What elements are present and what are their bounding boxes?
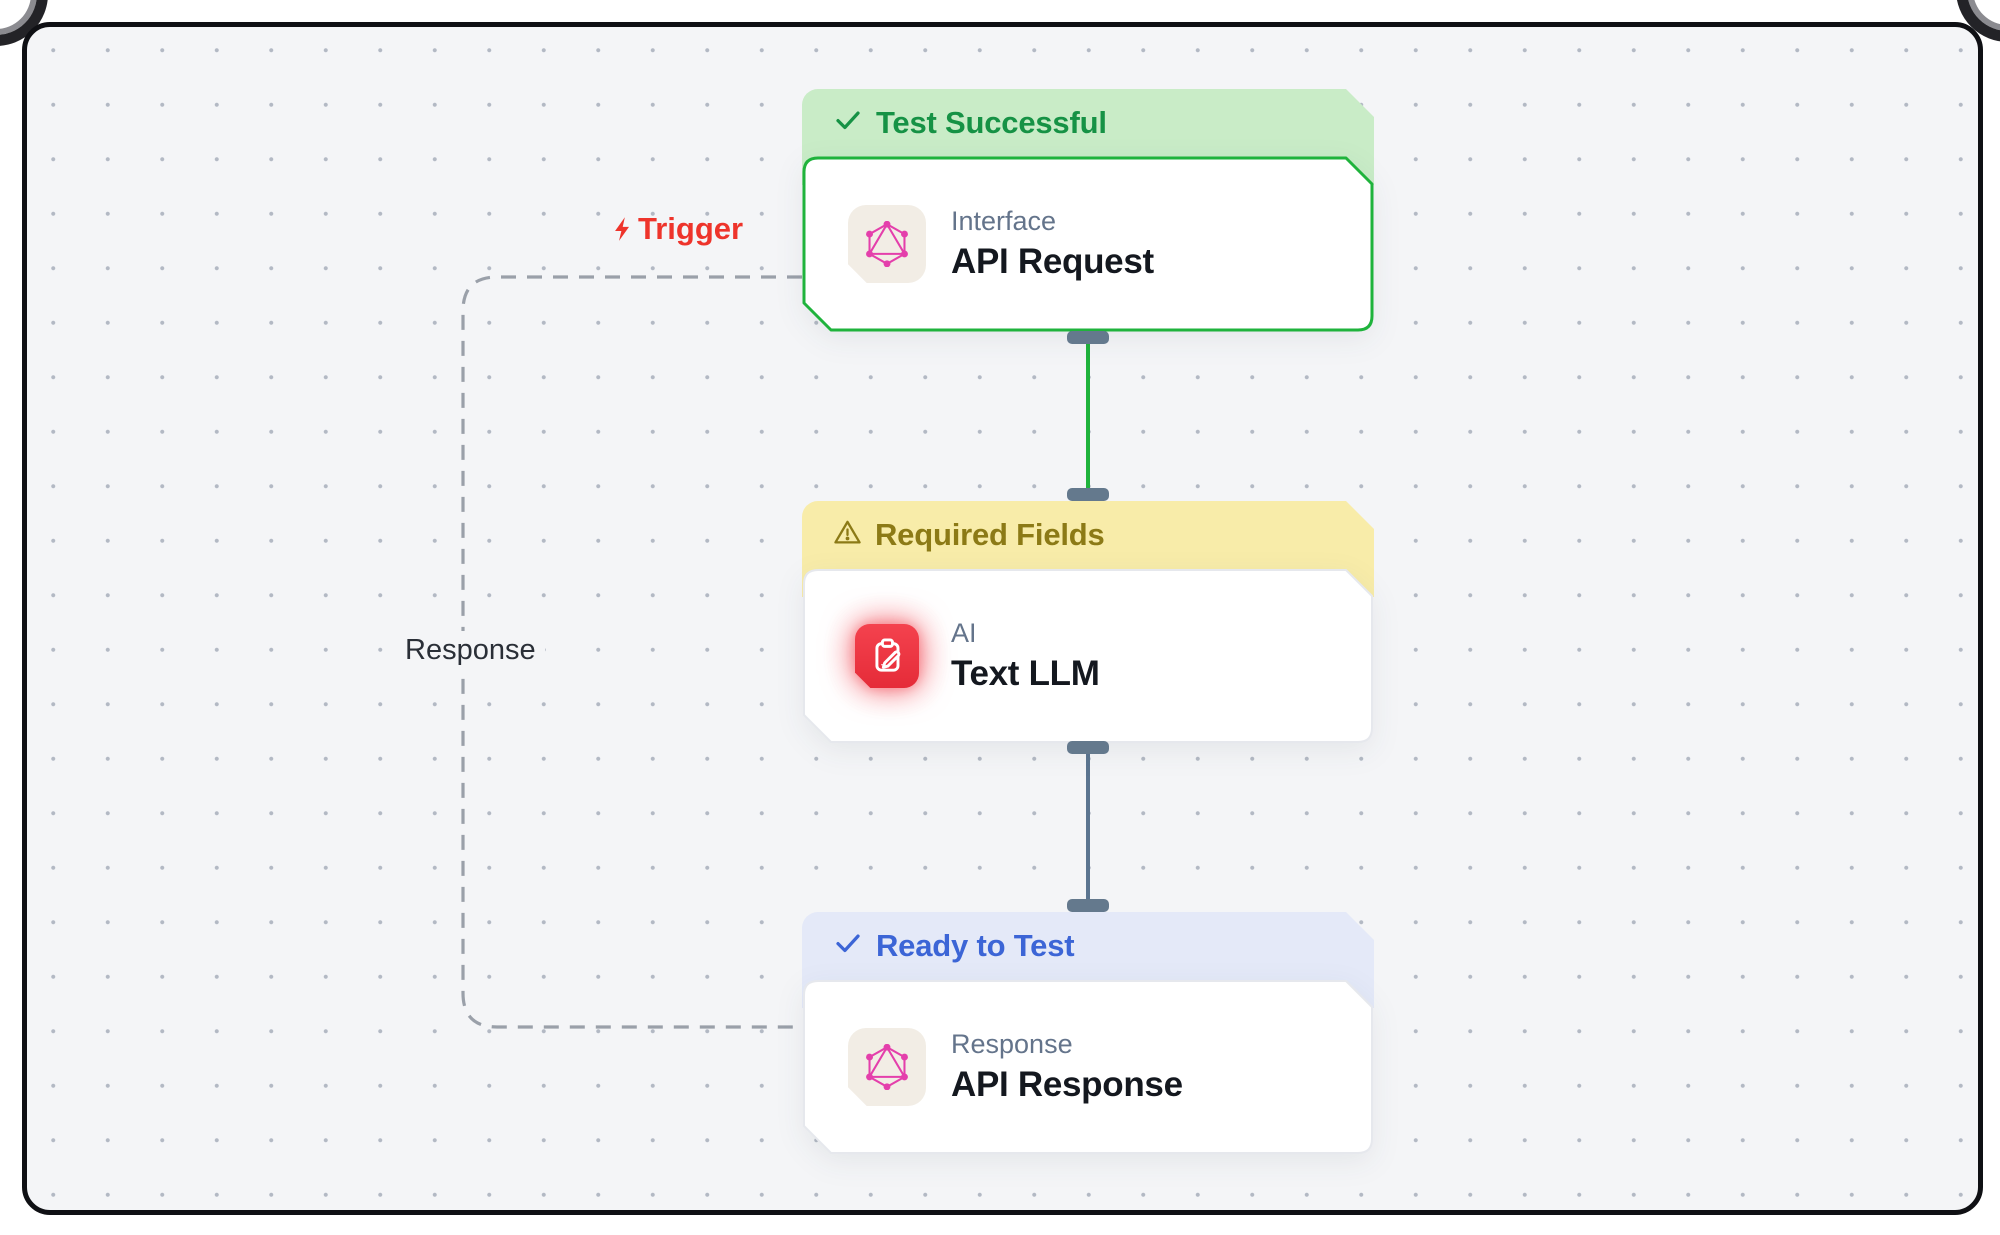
clipboard-pencil-icon bbox=[855, 624, 919, 688]
source-handle-text-llm[interactable] bbox=[1067, 741, 1109, 754]
warning-icon bbox=[833, 518, 862, 552]
node-text-llm[interactable]: Required Fields bbox=[802, 501, 1374, 744]
card-outline bbox=[803, 980, 1373, 1154]
node-api-response[interactable]: Ready to Test bbox=[802, 912, 1374, 1155]
node-category: Interface bbox=[951, 206, 1057, 236]
card-outline bbox=[803, 569, 1373, 743]
status-text: Required Fields bbox=[875, 516, 1105, 552]
target-handle-text-llm[interactable] bbox=[1067, 488, 1109, 501]
card-outline bbox=[802, 156, 1374, 332]
graphql-icon bbox=[848, 205, 926, 283]
source-handle-api-request[interactable] bbox=[1067, 331, 1109, 344]
target-handle-api-response[interactable] bbox=[1067, 899, 1109, 912]
node-title: Text LLM bbox=[951, 654, 1100, 693]
node-title: API Response bbox=[951, 1065, 1183, 1104]
lightning-bolt-icon bbox=[610, 214, 637, 244]
node-card[interactable]: AI Text LLM bbox=[802, 568, 1374, 744]
graphql-icon bbox=[848, 1028, 926, 1106]
trigger-label-text: Trigger bbox=[638, 211, 744, 246]
edge-llm-to-response[interactable] bbox=[1086, 744, 1090, 912]
check-icon bbox=[833, 928, 863, 963]
check-icon bbox=[833, 105, 863, 140]
response-edge-label: Response bbox=[396, 631, 545, 670]
trigger-label: Trigger bbox=[610, 211, 743, 247]
node-card[interactable]: Interface API Request bbox=[802, 156, 1374, 332]
node-title: API Request bbox=[951, 242, 1154, 281]
node-category: AI bbox=[951, 618, 977, 648]
status-text: Test Successful bbox=[876, 104, 1107, 140]
status-text: Ready to Test bbox=[876, 927, 1075, 963]
node-api-request[interactable]: Test Successful bbox=[802, 89, 1374, 332]
node-category: Response bbox=[951, 1029, 1073, 1059]
node-card[interactable]: Response API Response bbox=[802, 979, 1374, 1155]
edge-request-to-llm[interactable] bbox=[1086, 332, 1090, 501]
